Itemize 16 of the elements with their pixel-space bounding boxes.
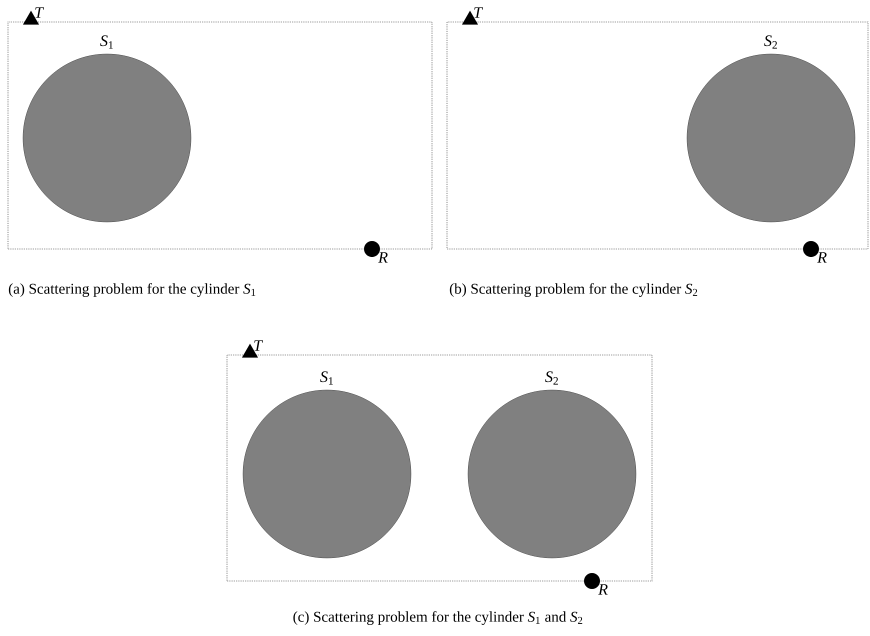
dashed-frame bbox=[226, 354, 652, 582]
transmitter-label: T bbox=[254, 340, 264, 351]
caption: (c) Scattering problem for the cylinder S$_{1}$ and S$_{2}$ bbox=[293, 611, 582, 625]
caption: (a) Scattering problem for the cylinder S$_{1}$ bbox=[8, 283, 256, 297]
transmitter-label: T bbox=[35, 7, 44, 18]
cylinder-label: S$_{1}$ bbox=[320, 371, 333, 385]
caption: (b) Scattering problem for the cylinder S$_{2}$ bbox=[450, 283, 698, 297]
cylinder-label: S$_{2}$ bbox=[545, 371, 558, 385]
transmitter-label: T bbox=[474, 7, 484, 18]
receiver-label: R bbox=[378, 252, 388, 263]
receiver-label: R bbox=[817, 252, 827, 263]
dashed-frame bbox=[446, 22, 868, 250]
cylinder-label: S$_{2}$ bbox=[764, 35, 777, 49]
cylinder-label: S$_{1}$ bbox=[100, 35, 113, 49]
dashed-frame bbox=[8, 22, 432, 250]
receiver-label: R bbox=[598, 584, 608, 595]
